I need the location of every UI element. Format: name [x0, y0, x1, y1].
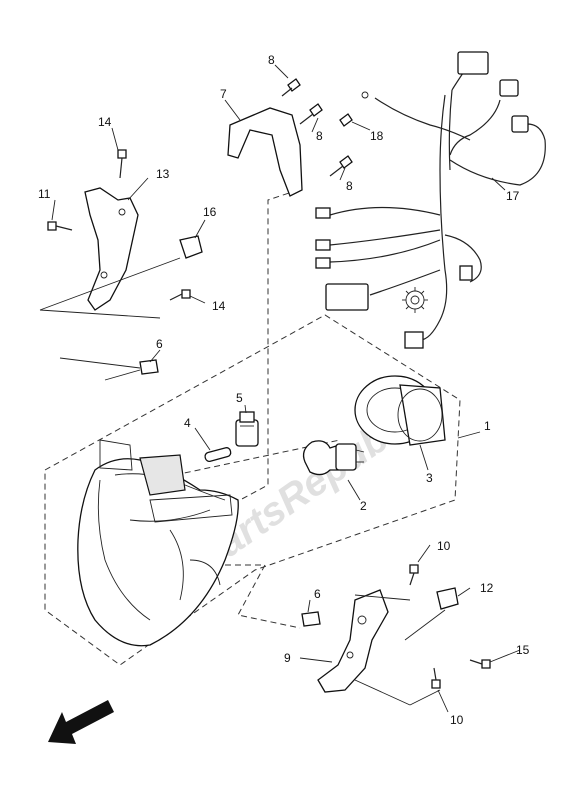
headlight-bulb: [302, 440, 365, 476]
direction-arrow-icon: [48, 700, 114, 744]
grommet-12: [436, 587, 459, 610]
callout-1: 1: [484, 419, 491, 433]
callout-labels: 1 2 3 4 5 6 6 7 8 8 8 9 10 10 11 12 13 1…: [38, 53, 530, 727]
callout-4: 4: [184, 416, 191, 430]
callout-14a: 14: [98, 115, 112, 129]
leader-lines: [39, 64, 521, 713]
bolts: [47, 78, 491, 689]
nut-clip-upper: [139, 359, 159, 375]
callout-17: 17: [506, 189, 520, 203]
bracket-guide-line: [215, 564, 301, 629]
stay-guide-line: [239, 189, 299, 501]
callout-6b: 6: [314, 587, 321, 601]
callout-7: 7: [220, 87, 227, 101]
callout-8c: 8: [346, 179, 353, 193]
position-lamp-socket: [235, 411, 259, 447]
callout-16: 16: [203, 205, 217, 219]
callout-13: 13: [156, 167, 170, 181]
callout-12: 12: [480, 581, 494, 595]
callout-5: 5: [236, 391, 243, 405]
gear-icon: [402, 287, 428, 313]
callout-9: 9: [284, 651, 291, 665]
wire-harness: [315, 51, 546, 349]
grommet-16: [179, 235, 203, 259]
callout-15: 15: [516, 643, 530, 657]
headlight-stay: [227, 107, 303, 197]
bulb-socket-cover: [354, 375, 446, 446]
callout-11: 11: [38, 187, 51, 201]
callout-18: 18: [370, 129, 384, 143]
callout-6a: 6: [156, 337, 163, 351]
callout-3: 3: [426, 471, 433, 485]
headlight-assembly-outline: [44, 314, 461, 666]
callout-8a: 8: [268, 53, 275, 67]
callout-14b: 14: [212, 299, 226, 313]
callout-10b: 10: [450, 713, 464, 727]
nut-clip-lower: [301, 611, 321, 627]
callout-8b: 8: [316, 129, 323, 143]
mounting-bracket: [84, 187, 139, 311]
position-lamp-bulb: [204, 447, 232, 462]
callout-2: 2: [360, 499, 367, 513]
headlight-housing: [77, 439, 239, 647]
callout-10a: 10: [437, 539, 451, 553]
lower-bracket: [317, 589, 389, 693]
